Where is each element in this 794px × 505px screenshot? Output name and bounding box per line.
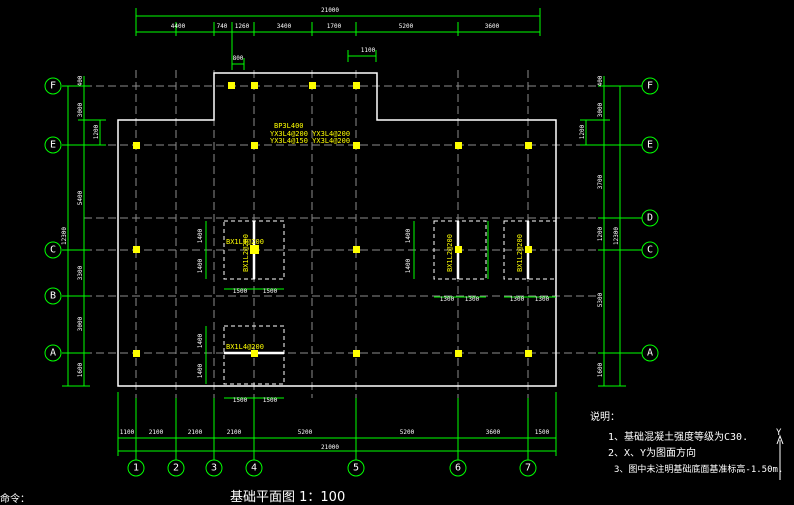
right-axis-A: A bbox=[647, 348, 653, 359]
left-dim-3: 1200 bbox=[93, 124, 100, 139]
bottom-axis-6: 6 bbox=[455, 463, 461, 474]
note-3: 3、图中未注明基础底面基准标高-1.50m. bbox=[614, 463, 783, 475]
bottom-axis-7: 7 bbox=[525, 463, 531, 474]
footing-beams bbox=[224, 221, 530, 355]
footing-label-3: BX1L2@200 bbox=[446, 234, 454, 272]
notes-title: 说明： bbox=[590, 410, 620, 423]
top-dim-7: 3600 bbox=[485, 23, 500, 30]
left-dim-7: 1600 bbox=[77, 362, 84, 377]
top-dim-5: 1700 bbox=[327, 23, 342, 30]
top-detail-left-dim: 800 bbox=[233, 55, 244, 62]
footing-h-2: 1400 bbox=[197, 258, 204, 273]
footing-h-1: 1400 bbox=[197, 228, 204, 243]
y-direction-arrow bbox=[776, 434, 784, 480]
right-dim-6: 5300 bbox=[597, 292, 604, 307]
left-axis-E: E bbox=[50, 140, 56, 151]
footing-label-5: BX1L4@200 bbox=[226, 343, 264, 351]
right-axis-D: D bbox=[647, 213, 653, 224]
right-dim-7: 1600 bbox=[597, 362, 604, 377]
bottom-dim-2: 2100 bbox=[149, 429, 164, 436]
left-dim-5: 3300 bbox=[77, 265, 84, 280]
footing-w-5: 1300 bbox=[510, 296, 525, 303]
top-dim-1: 4400 bbox=[171, 23, 186, 30]
top-dim-2: 740 bbox=[217, 23, 228, 30]
footing-label-4: BX1L2@200 bbox=[516, 234, 524, 272]
bottom-dim-3: 2100 bbox=[188, 429, 203, 436]
top-dim-6: 5200 bbox=[399, 23, 414, 30]
bottom-axis-2: 2 bbox=[173, 463, 179, 474]
command-line[interactable]: 命令： bbox=[0, 494, 30, 505]
footing-w-4: 1300 bbox=[465, 296, 480, 303]
bottom-dim-7: 3600 bbox=[486, 429, 501, 436]
right-axis-E: E bbox=[647, 140, 653, 151]
drawing-title: 基础平面图 1：100 bbox=[230, 490, 346, 505]
bottom-axis-3: 3 bbox=[211, 463, 217, 474]
left-axis-C: C bbox=[50, 245, 56, 256]
bottom-dim-4: 2100 bbox=[227, 429, 242, 436]
axis-grid bbox=[84, 70, 600, 398]
foundation-outline bbox=[117, 72, 557, 387]
top-dim-3: 1260 bbox=[235, 23, 250, 30]
top-dim-4: 3400 bbox=[277, 23, 292, 30]
right-axis-F: F bbox=[647, 81, 653, 92]
left-dim-1: 400 bbox=[77, 75, 84, 86]
left-axis-B: B bbox=[50, 291, 56, 302]
footing-h-6: 1400 bbox=[197, 363, 204, 378]
footing-h-4: 1400 bbox=[405, 258, 412, 273]
bottom-axis-bubbles bbox=[127, 398, 537, 477]
top-total-dim: 21000 bbox=[321, 7, 339, 14]
bottom-axis-1: 1 bbox=[133, 463, 139, 474]
footing-label-1: BX1L4@200 bbox=[226, 238, 264, 246]
columns bbox=[133, 82, 532, 357]
right-dim-1: 400 bbox=[597, 75, 604, 86]
bottom-dim-5: 5200 bbox=[298, 429, 313, 436]
footing-w-8: 1500 bbox=[263, 397, 278, 404]
bottom-axis-5: 5 bbox=[353, 463, 359, 474]
footing-h-3: 1400 bbox=[405, 228, 412, 243]
bottom-dim-8: 1500 bbox=[535, 429, 550, 436]
left-axis-bubbles bbox=[44, 77, 84, 362]
left-dim-6: 3000 bbox=[77, 316, 84, 331]
bottom-dim-6: 5200 bbox=[400, 429, 415, 436]
top-dimensions bbox=[135, 8, 541, 70]
beam-label-3: YX3L4@150 YX3L4@200 bbox=[270, 137, 350, 145]
left-axis-F: F bbox=[50, 81, 56, 92]
right-dim-2: 3000 bbox=[597, 102, 604, 117]
right-dim-3: 1200 bbox=[579, 124, 586, 139]
footing-dim-lines bbox=[205, 221, 556, 399]
footings bbox=[223, 220, 557, 385]
note-1: 1、基础混凝土强度等级为C30. bbox=[608, 430, 748, 443]
right-total-dim: 12300 bbox=[613, 227, 620, 245]
beam-label-1: BP3L400 bbox=[274, 122, 304, 130]
footing-h-5: 1400 bbox=[197, 333, 204, 348]
right-dim-4: 3700 bbox=[597, 174, 604, 189]
bottom-dim-1: 1100 bbox=[120, 429, 135, 436]
footing-w-1: 1500 bbox=[233, 288, 248, 295]
y-axis-label: Y bbox=[776, 428, 782, 438]
bottom-total-dim: 21000 bbox=[321, 444, 339, 451]
beam-label-2: YX3L4@200 YX3L4@200 bbox=[270, 130, 350, 138]
right-axis-C: C bbox=[647, 245, 653, 256]
bottom-axis-4: 4 bbox=[251, 463, 257, 474]
note-2: 2、X、Y为图面方向 bbox=[608, 446, 696, 459]
footing-w-6: 1300 bbox=[535, 296, 550, 303]
footing-w-3: 1300 bbox=[440, 296, 455, 303]
footing-w-7: 1500 bbox=[233, 397, 248, 404]
left-dimensions bbox=[62, 76, 106, 387]
right-dim-5: 1200 bbox=[597, 226, 604, 241]
left-dim-4: 5400 bbox=[77, 190, 84, 205]
right-axis-bubbles bbox=[604, 77, 659, 362]
footing-w-2: 1500 bbox=[263, 288, 278, 295]
left-axis-A: A bbox=[50, 348, 56, 359]
left-dim-2: 3000 bbox=[77, 102, 84, 117]
top-detail-right-dim: 1100 bbox=[361, 47, 376, 54]
left-total-dim: 12300 bbox=[61, 227, 68, 245]
footing-label-2: BX1L2@200 bbox=[242, 234, 250, 272]
